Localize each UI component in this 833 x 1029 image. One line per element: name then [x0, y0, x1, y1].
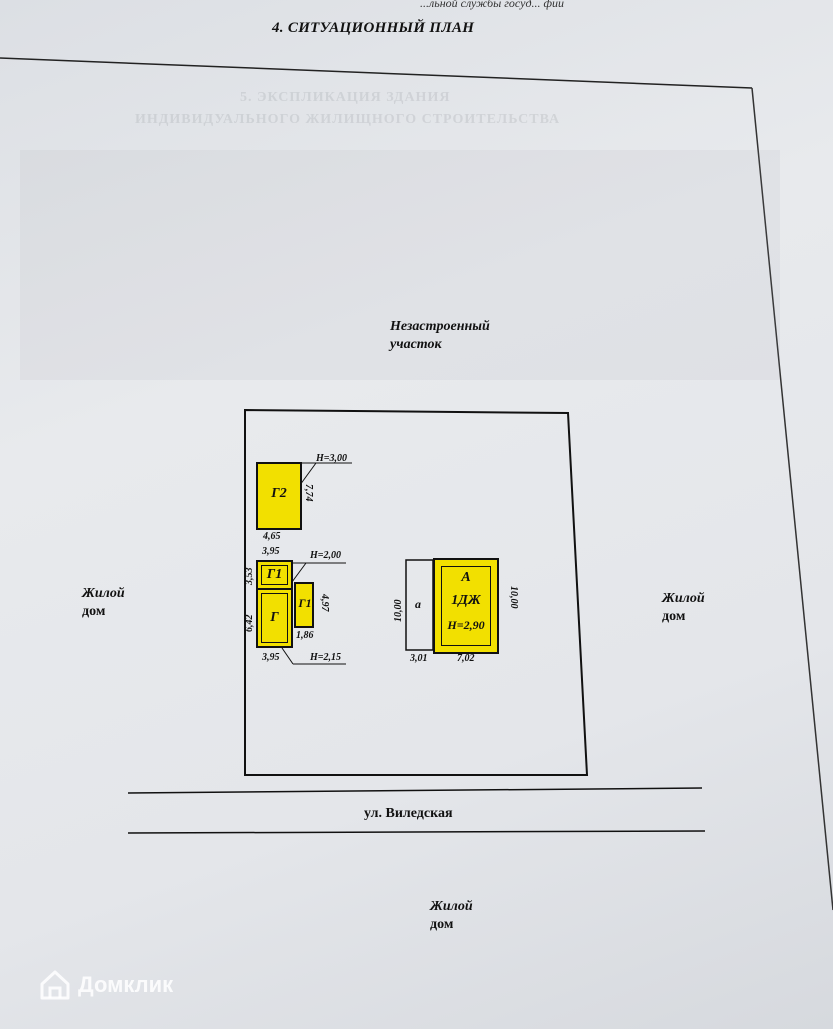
building-g2-label: Г2: [271, 486, 287, 501]
building-a-type: 1ДЖ: [451, 593, 481, 608]
g2-width: 4,65: [263, 531, 281, 542]
sheet-edge-right: [751, 87, 833, 911]
street-line-bottom: [127, 830, 706, 834]
house-depth: 10,00: [508, 586, 519, 609]
g-depth: 6,42: [244, 614, 255, 633]
building-a-inner: [441, 566, 491, 646]
g1-small-depth: 4,97: [319, 594, 330, 612]
building-g1-small-label: Г1: [298, 596, 312, 610]
g-height: Н=2,15: [310, 652, 341, 663]
g1-width: 3,95: [262, 546, 280, 557]
west-label: Жилой дом: [82, 586, 125, 619]
building-a-height: Н=2,90: [447, 618, 485, 632]
building-g2: Г2: [256, 462, 302, 530]
building-a-letter: А: [461, 570, 471, 585]
street-line-top: [127, 787, 703, 794]
bleed-text-2: ИНДИВИДУАЛЬНОГО ЖИЛИЩНОГО СТРОИТЕЛЬСТВА: [135, 112, 561, 127]
north-label: Незастроенный участок: [390, 319, 490, 352]
g1-height: Н=2,00: [310, 550, 341, 561]
street-label: ул. Виледская: [364, 806, 453, 821]
section-title: 4. СИТУАЦИОННЫЙ ПЛАН: [272, 20, 475, 36]
domclick-watermark: Домклик: [38, 968, 173, 1002]
building-g1-top: Г1: [256, 560, 293, 590]
building-g1-small: Г1: [294, 582, 314, 628]
watermark-text: Домклик: [78, 972, 174, 997]
building-g1-top-label: Г1: [266, 567, 283, 582]
porch-depth: 10,00: [393, 599, 404, 623]
bleed-text-1: 5. ЭКСПЛИКАЦИЯ ЗДАНИЯ: [240, 90, 451, 105]
g-width: 3,95: [262, 652, 280, 663]
g2-height: Н=3,00: [316, 453, 347, 464]
g1-small-width: 1,86: [296, 630, 314, 641]
building-g: Г: [256, 588, 293, 648]
building-a: А 1ДЖ Н=2,90: [433, 558, 499, 654]
site-boundary: [244, 408, 589, 776]
bleed-band: [20, 150, 780, 380]
porch-width: 3,01: [410, 653, 428, 664]
house-width: 7,02: [457, 653, 475, 664]
leader-g2-diag: [299, 462, 317, 486]
house-logo-icon: [40, 970, 70, 1000]
east-label: Жилой дом: [662, 591, 705, 624]
porch-label: а: [415, 597, 421, 611]
g-inner: [261, 593, 288, 643]
top-fragment: ...льной службы госуд... фии: [420, 0, 565, 10]
g1-depth: 3,53: [244, 567, 255, 586]
g1-top-inner: [261, 565, 288, 585]
leader-g-diag: [281, 647, 294, 665]
sheet-edge-top: [0, 57, 753, 89]
south-label: Жилой дом: [430, 899, 473, 932]
leader-g1-diag: [291, 562, 307, 583]
building-g-label: Г: [270, 610, 279, 625]
g2-depth: 7,74: [303, 484, 314, 502]
